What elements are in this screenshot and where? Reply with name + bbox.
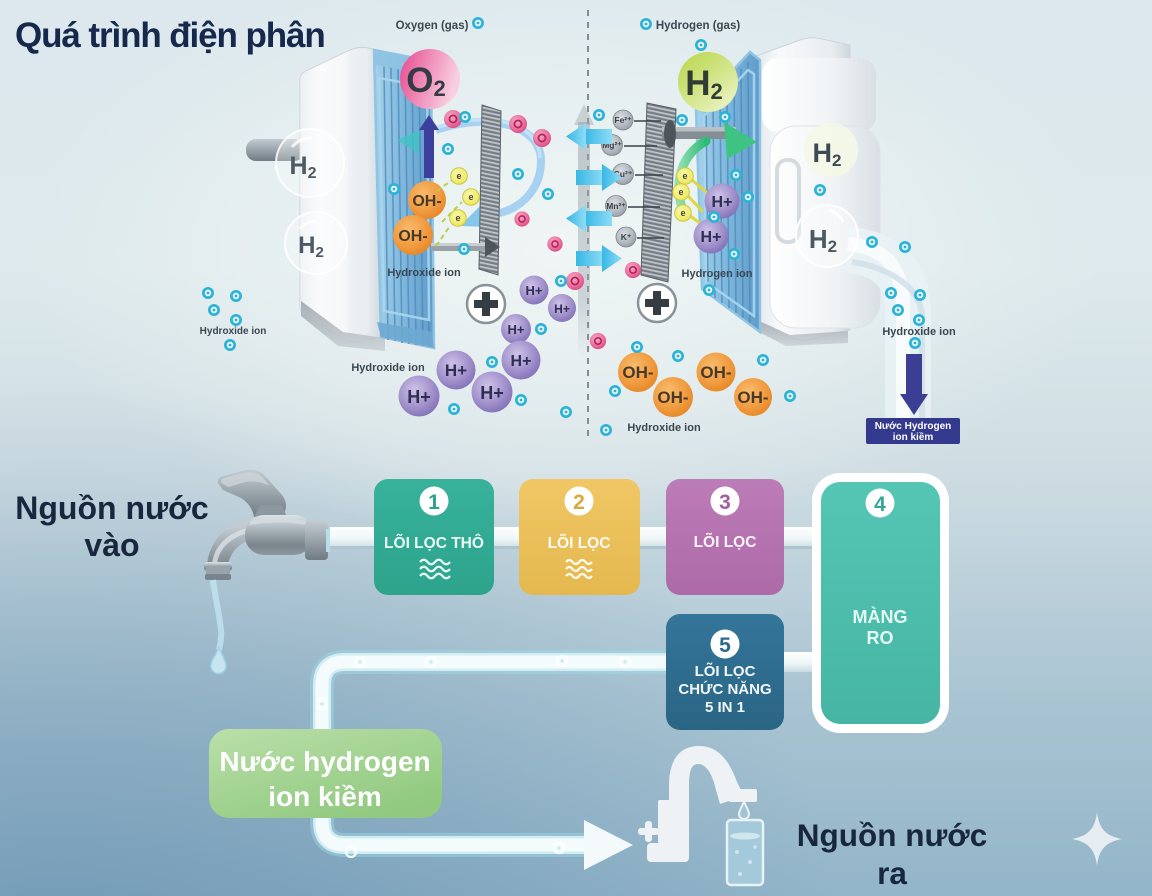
svg-text:ion kiềm: ion kiềm bbox=[893, 431, 934, 443]
svg-text:Quá trình điện phân: Quá trình điện phân bbox=[15, 16, 325, 55]
svg-text:ion kiềm: ion kiềm bbox=[268, 781, 382, 812]
svg-text:Hydroxide ion: Hydroxide ion bbox=[387, 267, 461, 279]
svg-text:Hydroxide ion: Hydroxide ion bbox=[200, 326, 267, 337]
svg-text:LÕI LỌC THÔ: LÕI LỌC THÔ bbox=[384, 534, 484, 552]
svg-text:vào: vào bbox=[84, 527, 139, 563]
svg-text:Fe²⁺: Fe²⁺ bbox=[614, 115, 632, 125]
svg-text:OH-: OH- bbox=[700, 363, 731, 382]
svg-text:H+: H+ bbox=[554, 302, 570, 316]
svg-text:H+: H+ bbox=[511, 353, 532, 370]
svg-text:ra: ra bbox=[877, 855, 907, 891]
svg-text:LÕI LỌC: LÕI LỌC bbox=[548, 534, 611, 552]
svg-text:OH-: OH- bbox=[412, 193, 441, 210]
svg-text:Hydroxide ion: Hydroxide ion bbox=[882, 326, 956, 338]
svg-text:Cu²⁺: Cu²⁺ bbox=[614, 169, 633, 179]
svg-text:Hydrogen (gas): Hydrogen (gas) bbox=[656, 20, 741, 32]
svg-text:H+: H+ bbox=[526, 283, 543, 298]
svg-text:MÀNG: MÀNG bbox=[853, 606, 908, 627]
svg-text:Nguồn nước: Nguồn nước bbox=[15, 490, 208, 526]
svg-text:3: 3 bbox=[719, 491, 731, 514]
svg-text:H+: H+ bbox=[407, 387, 431, 407]
svg-text:H+: H+ bbox=[712, 194, 733, 211]
svg-text:Nước hydrogen: Nước hydrogen bbox=[219, 746, 430, 777]
svg-text:OH-: OH- bbox=[657, 388, 688, 407]
svg-text:Hydrogen ion: Hydrogen ion bbox=[682, 268, 753, 280]
svg-text:RO: RO bbox=[867, 628, 894, 648]
svg-text:H+: H+ bbox=[508, 322, 525, 337]
svg-text:Hydroxide ion: Hydroxide ion bbox=[351, 362, 425, 374]
svg-text:1: 1 bbox=[428, 491, 440, 514]
svg-text:LÕI LỌC: LÕI LỌC bbox=[694, 533, 757, 551]
svg-text:4: 4 bbox=[874, 493, 886, 516]
svg-text:OH-: OH- bbox=[398, 228, 427, 245]
svg-text:H+: H+ bbox=[445, 361, 467, 380]
svg-text:Mg²⁺: Mg²⁺ bbox=[602, 140, 622, 150]
svg-text:Nước Hydrogen: Nước Hydrogen bbox=[875, 421, 952, 432]
svg-text:Oxygen (gas): Oxygen (gas) bbox=[396, 20, 469, 32]
svg-text:LÕI LỌC: LÕI LỌC bbox=[695, 662, 756, 680]
svg-text:2: 2 bbox=[573, 491, 585, 514]
svg-text:Mn²⁺: Mn²⁺ bbox=[606, 201, 626, 211]
svg-text:5 IN 1: 5 IN 1 bbox=[705, 699, 745, 716]
svg-text:H+: H+ bbox=[480, 383, 504, 403]
svg-text:Nguồn nước: Nguồn nước bbox=[797, 817, 987, 853]
svg-text:CHỨC NĂNG: CHỨC NĂNG bbox=[678, 680, 771, 698]
svg-text:K⁺: K⁺ bbox=[621, 232, 632, 242]
svg-text:H+: H+ bbox=[701, 229, 722, 246]
svg-text:OH-: OH- bbox=[622, 363, 653, 382]
svg-text:OH-: OH- bbox=[737, 388, 768, 407]
svg-text:Hydroxide ion: Hydroxide ion bbox=[627, 422, 701, 434]
svg-text:5: 5 bbox=[719, 634, 731, 657]
